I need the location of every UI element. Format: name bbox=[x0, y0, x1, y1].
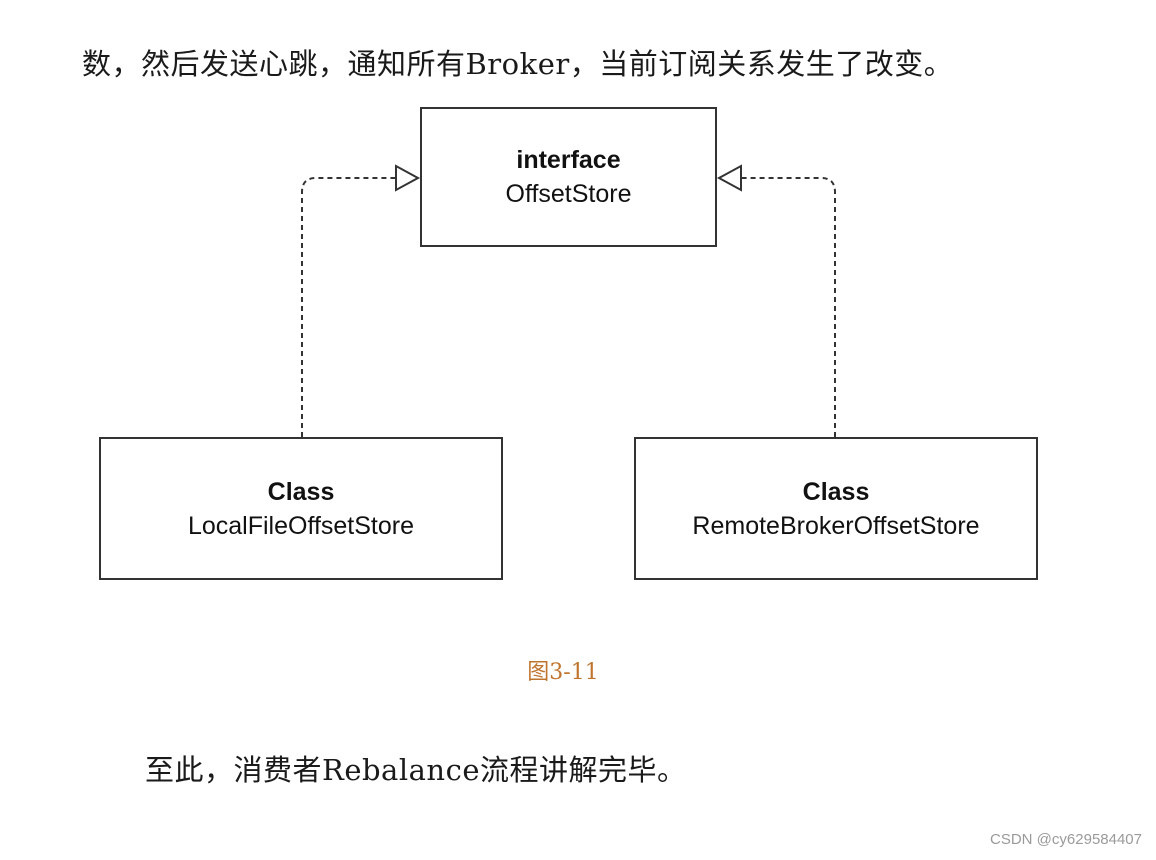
paragraph-top: 数，然后发送心跳，通知所有Broker，当前订阅关系发生了改变。 bbox=[82, 47, 954, 81]
paragraph-bottom: 至此，消费者Rebalance流程讲解完毕。 bbox=[145, 753, 687, 787]
class-name-local: LocalFileOffsetStore bbox=[187, 511, 415, 540]
connector-local-to-interface bbox=[301, 177, 396, 437]
class-stereotype-remote: Class bbox=[802, 477, 870, 506]
arrowhead-right-icon bbox=[716, 164, 742, 192]
arrowhead-left-icon bbox=[395, 164, 421, 192]
connector-remote-to-interface bbox=[741, 177, 836, 437]
class-stereotype-local: Class bbox=[267, 477, 335, 506]
interface-offsetstore-box: interface OffsetStore bbox=[420, 107, 717, 247]
interface-name: OffsetStore bbox=[505, 180, 632, 208]
figure-caption: 图3-11 bbox=[527, 660, 599, 685]
class-localfileoffsetstore-box: Class LocalFileOffsetStore bbox=[99, 437, 503, 580]
class-remotebrokeroffsetstore-box: Class RemoteBrokerOffsetStore bbox=[634, 437, 1038, 580]
watermark: CSDN @cy629584407 bbox=[990, 831, 1142, 848]
class-name-remote: RemoteBrokerOffsetStore bbox=[692, 511, 980, 540]
interface-stereotype: interface bbox=[516, 146, 621, 174]
